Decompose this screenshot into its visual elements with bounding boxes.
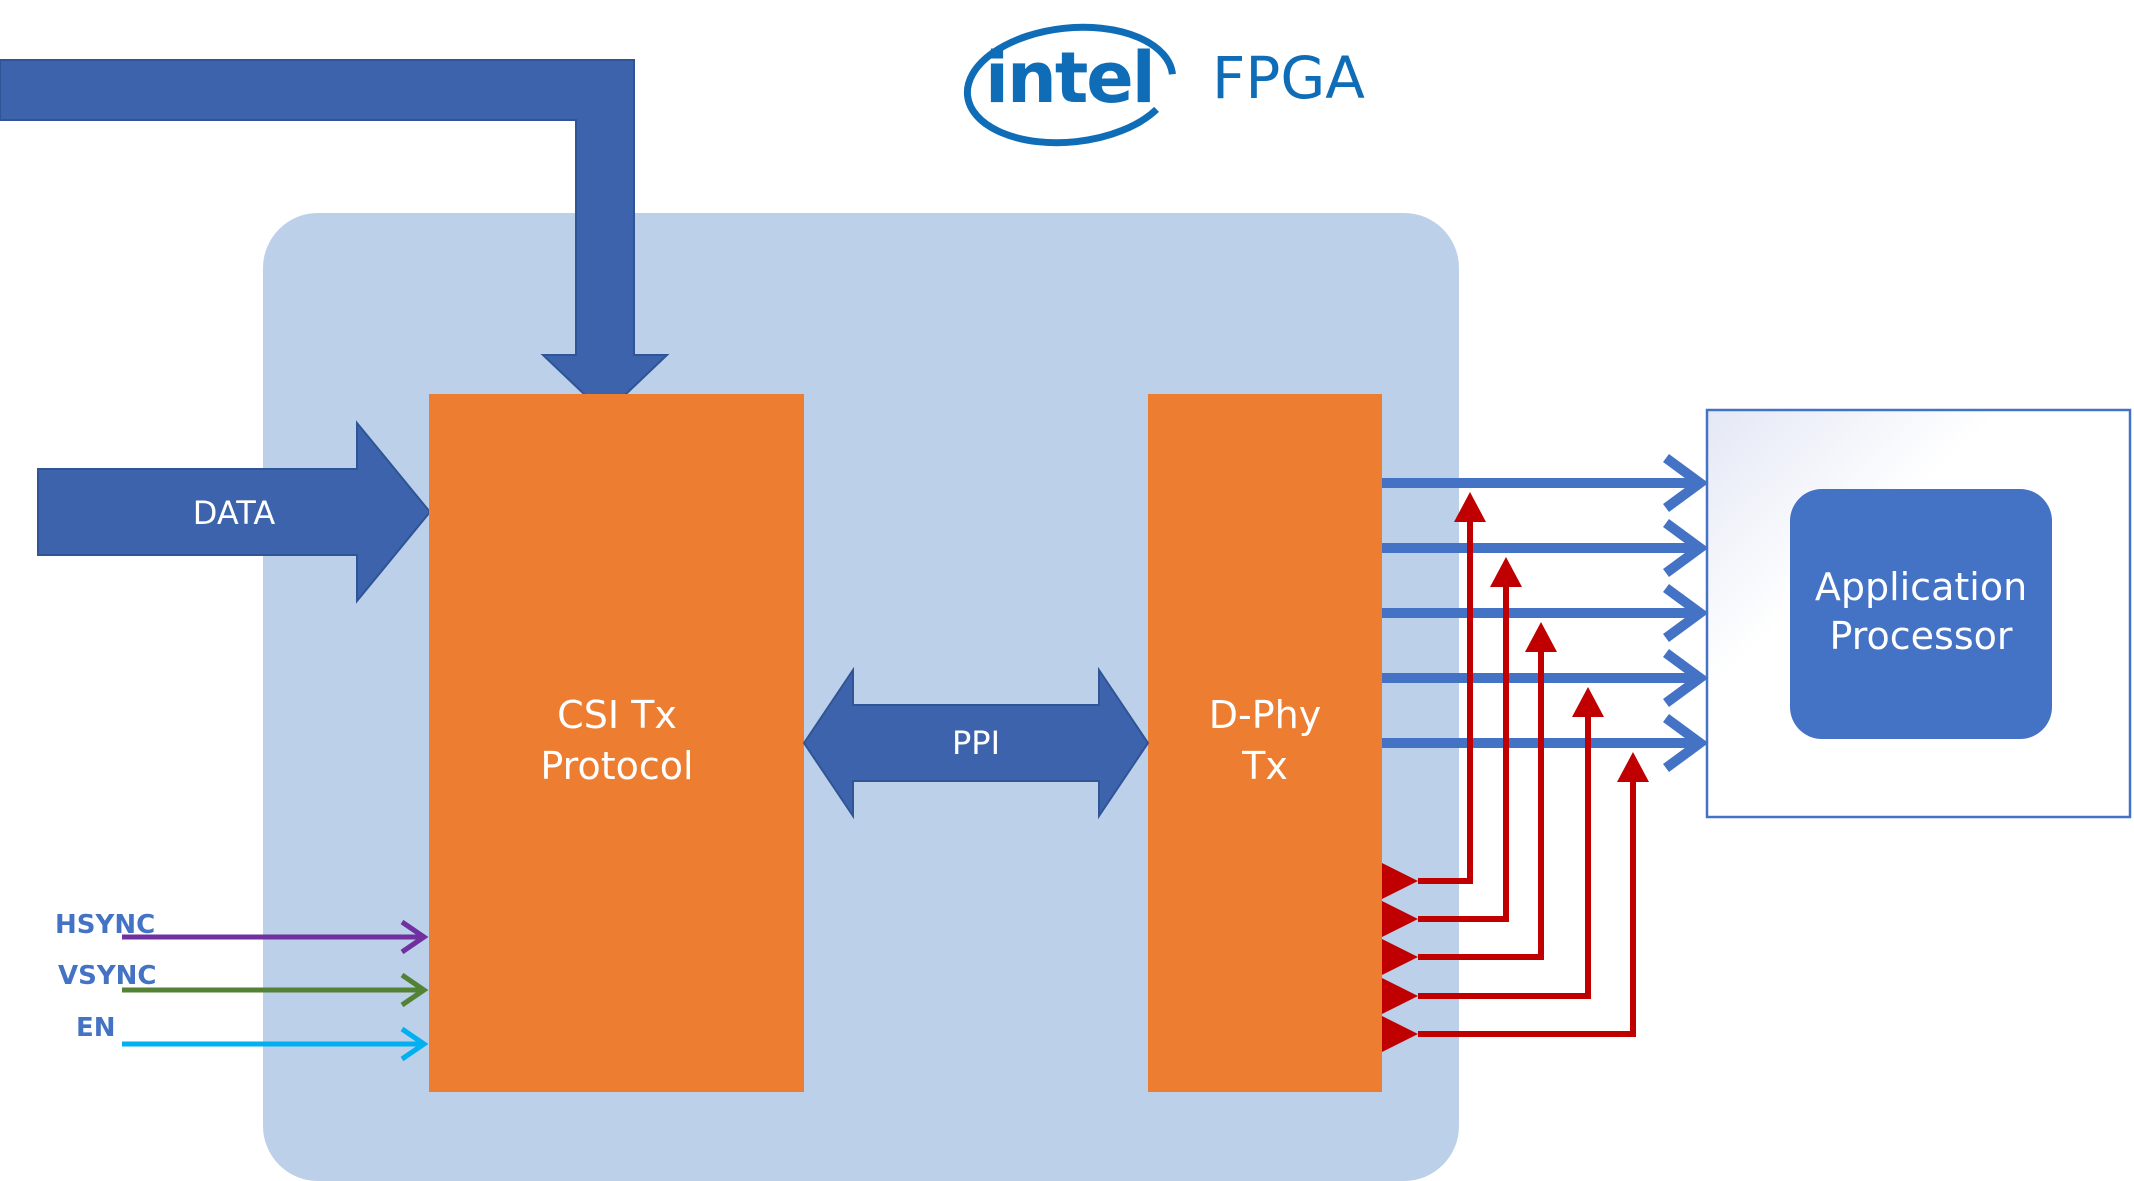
intel-swoosh-icon [963,23,1177,147]
dphy-label-line2: Tx [1241,744,1288,788]
clock-up-arrow-5 [1617,752,1649,782]
clock-out-triangle-1 [1382,863,1418,899]
en-signal: EN [76,1013,429,1062]
clock-lines [1418,520,1636,1037]
lane-3-arrowhead [1663,583,1709,643]
lane-5-arrowhead [1663,713,1709,773]
clock-out-triangle-3 [1382,939,1418,975]
lane-1-arrowhead [1663,453,1709,513]
clock-out-triangle-4 [1382,978,1418,1014]
clock-up-arrow-2 [1490,557,1522,587]
ppi-arrow-label: PPI [952,724,1000,762]
application-processor-container [1705,408,2132,819]
app-label-line1: Application [1815,565,2027,609]
clock-up-arrow-1 [1454,492,1486,522]
ppi-double-arrow [802,666,1150,820]
vsync-arrowhead [400,972,429,1008]
lane-2-arrowhead [1663,518,1709,578]
app-label-line2: Processor [1829,614,2012,658]
clock-up-arrow-4 [1572,687,1604,717]
dphy-tx-block [1148,394,1382,1092]
hsync-arrowhead [400,919,429,955]
dphy-label-line1: D-Phy [1209,693,1321,737]
clock-line-1 [1418,520,1473,884]
top-input-arrow [0,59,670,416]
clock-out-triangle-2 [1382,901,1418,937]
data-arrow-label: DATA [193,494,276,532]
hsync-signal: HSYNC [55,910,429,955]
csi-tx-label-line2: Protocol [540,744,693,788]
application-processor-block [1790,489,2052,739]
fpga-product-text: FPGA [1212,44,1365,112]
hsync-label: HSYNC [55,910,155,940]
clock-line-4 [1418,715,1591,999]
vsync-signal: VSYNC [58,961,429,1008]
csi-tx-protocol-block [429,394,804,1092]
data-input-arrow [37,420,432,604]
clock-arrowheads [1382,492,1649,1052]
csi-tx-label-line1: CSI Tx [557,693,677,737]
en-label: EN [76,1013,116,1043]
en-arrowhead [400,1026,429,1062]
intel-fpga-logo: intel FPGA [963,23,1365,147]
vsync-label: VSYNC [58,961,157,991]
lane-4-arrowhead [1663,648,1709,708]
clock-line-5 [1418,780,1636,1037]
clock-out-triangle-5 [1382,1016,1418,1052]
intel-brand-text: intel [985,37,1154,119]
clock-up-arrow-3 [1525,622,1557,652]
clock-line-3 [1418,650,1544,960]
clock-line-2 [1418,585,1509,922]
